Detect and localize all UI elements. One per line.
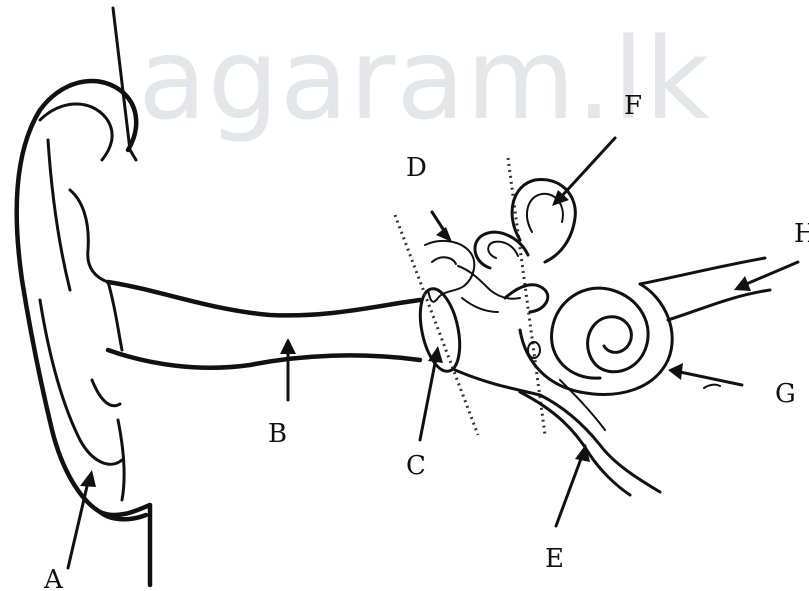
- arrow-h: [734, 262, 798, 291]
- label-f: F: [624, 91, 642, 121]
- watermark-text: agaram.lk: [138, 15, 711, 145]
- ear-canal: [108, 282, 420, 368]
- arrow-b: [280, 338, 296, 400]
- ossicles: [425, 241, 520, 312]
- label-b: B: [268, 419, 287, 449]
- label-g: G: [775, 379, 796, 409]
- arrow-g: [668, 363, 742, 385]
- label-a: A: [43, 565, 64, 591]
- pinna-outline: [17, 81, 150, 585]
- arrow-d: [432, 212, 452, 242]
- arrow-e: [556, 444, 590, 526]
- auditory-nerve: [640, 258, 770, 320]
- eustachian-tube: [455, 370, 660, 495]
- arrow-f: [552, 138, 615, 206]
- label-e: E: [545, 544, 564, 574]
- small-tick: [704, 385, 720, 388]
- arrow-c: [420, 346, 443, 440]
- label-d: D: [406, 153, 427, 183]
- label-h: H: [794, 219, 809, 249]
- cochlea: [520, 284, 672, 394]
- label-c: C: [406, 451, 426, 481]
